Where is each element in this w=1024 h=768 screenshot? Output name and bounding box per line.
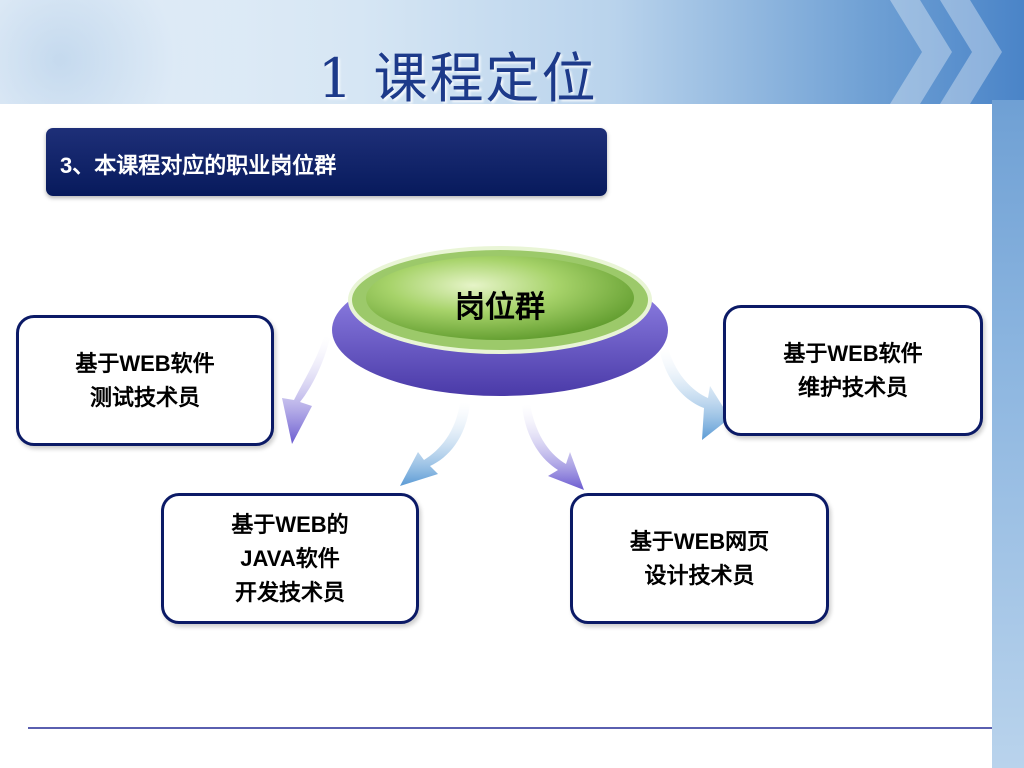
arrow-to-java-icon [400, 402, 470, 486]
node-box-web: 基于WEB网页 设计技术员 [570, 493, 829, 624]
arrow-to-maint-icon [660, 348, 730, 440]
center-node [332, 246, 668, 396]
chevron-icon [940, 0, 1002, 104]
right-side-bar [992, 100, 1024, 768]
footer-divider [28, 727, 992, 729]
node-text: JAVA软件 [240, 545, 340, 571]
arrow-to-test-icon [282, 336, 330, 444]
node-box-java: 基于WEB的 JAVA软件 开发技术员 [161, 493, 419, 624]
node-text: 基于WEB软件 [783, 340, 923, 366]
node-box-test: 基于WEB软件 测试技术员 [16, 315, 274, 446]
arrow-to-web-icon [522, 404, 584, 490]
node-text: 基于WEB网页 [629, 528, 770, 554]
node-text: 维护技术员 [797, 374, 908, 400]
node-text: 测试技术员 [89, 384, 200, 410]
node-text: 基于WEB的 [231, 511, 349, 537]
center-top-ellipse [366, 256, 634, 340]
page-title: 1 课程定位 [318, 47, 598, 110]
node-text: 设计技术员 [644, 562, 755, 588]
node-text: 开发技术员 [234, 579, 345, 605]
node-text: 基于WEB软件 [75, 350, 215, 376]
node-box-maint: 基于WEB软件 维护技术员 [723, 305, 983, 436]
chevron-icon [890, 0, 952, 104]
center-label: 岗位群 [455, 291, 545, 324]
subtitle-bar: 3、本课程对应的职业岗位群 [46, 128, 607, 196]
subtitle-text: 3、本课程对应的职业岗位群 [60, 153, 337, 178]
